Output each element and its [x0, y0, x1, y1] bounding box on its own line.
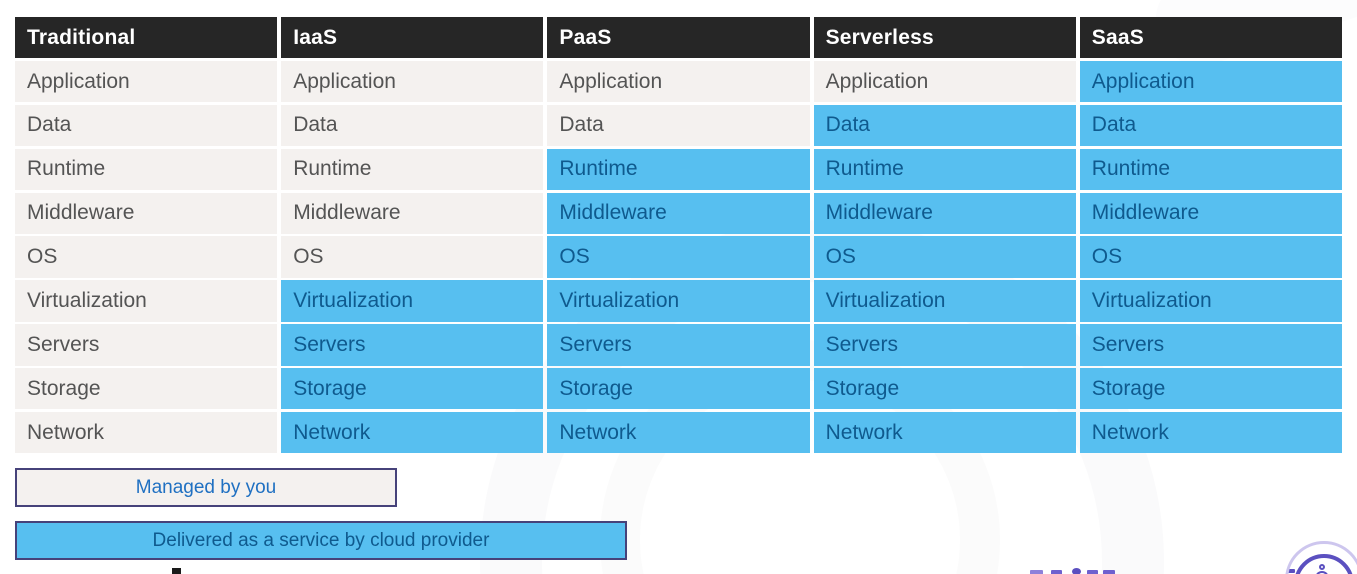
column-header-serverless: Serverless: [813, 17, 1076, 59]
column-header-iaas: IaaS: [281, 17, 544, 59]
table-cell: Network: [813, 412, 1076, 454]
table-cell: Virtualization: [547, 280, 810, 322]
table-cell: Servers: [547, 324, 810, 366]
logo-person-icon: [1319, 564, 1325, 570]
table-cell: Storage: [15, 368, 278, 410]
table-cell: OS: [547, 236, 810, 278]
cutoff-text-fragment: [172, 568, 181, 574]
wordmark-fragment: [1087, 570, 1098, 574]
table-cell: Servers: [813, 324, 1076, 366]
table-cell: Runtime: [15, 148, 278, 190]
legend-managed-by-you: Managed by you: [15, 468, 397, 507]
table-cell: Virtualization: [281, 280, 544, 322]
legend-service-label: Delivered as a service by cloud provider: [152, 529, 490, 551]
column-header-traditional: Traditional: [15, 17, 278, 59]
table-cell: OS: [281, 236, 544, 278]
table-cell: OS: [813, 236, 1076, 278]
table-cell: Virtualization: [15, 280, 278, 322]
table-cell: Data: [813, 104, 1076, 147]
table-cell: Servers: [1079, 324, 1342, 366]
table-cell: Servers: [15, 324, 278, 366]
table-cell: Middleware: [813, 192, 1076, 234]
table-cell: Runtime: [547, 148, 810, 190]
table-cell: Application: [15, 60, 278, 103]
wordmark-fragment: [1030, 570, 1043, 574]
wordmark-fragment: [1072, 568, 1081, 574]
table-cell: Data: [1079, 104, 1342, 147]
table-cell: Application: [281, 60, 544, 103]
table-cell: Middleware: [547, 192, 810, 234]
table-cell: Application: [547, 60, 810, 103]
table-cell: Middleware: [15, 192, 278, 234]
table-cell: Virtualization: [813, 280, 1076, 322]
column-header-paas: PaaS: [547, 17, 810, 59]
table-cell: Network: [1079, 412, 1342, 454]
table-cell: Network: [281, 412, 544, 454]
legend-managed-label: Managed by you: [135, 476, 277, 498]
table-cell: Data: [15, 104, 278, 147]
column-header-saas: SaaS: [1079, 17, 1342, 59]
table-cell: OS: [15, 236, 278, 278]
table-cell: Storage: [813, 368, 1076, 410]
table-cell: Storage: [1079, 368, 1342, 410]
table-cell: Runtime: [281, 148, 544, 190]
table-cell: Network: [15, 412, 278, 454]
table-cell: Virtualization: [1079, 280, 1342, 322]
table-cell: Runtime: [813, 148, 1076, 190]
table-cell: Application: [1079, 60, 1342, 103]
legend-delivered-as-service: Delivered as a service by cloud provider: [15, 521, 627, 560]
table-cell: Application: [813, 60, 1076, 103]
wordmark-fragment: [1051, 570, 1062, 574]
table-cell: Data: [281, 104, 544, 147]
table-cell: Storage: [547, 368, 810, 410]
table-cell: OS: [1079, 236, 1342, 278]
wordmark-fragment: [1103, 570, 1115, 574]
table-cell: Servers: [281, 324, 544, 366]
table-cell: Middleware: [1079, 192, 1342, 234]
table-cell: Middleware: [281, 192, 544, 234]
table-cell: Data: [547, 104, 810, 147]
table-cell: Storage: [281, 368, 544, 410]
table-cell: Network: [547, 412, 810, 454]
table-cell: Runtime: [1079, 148, 1342, 190]
